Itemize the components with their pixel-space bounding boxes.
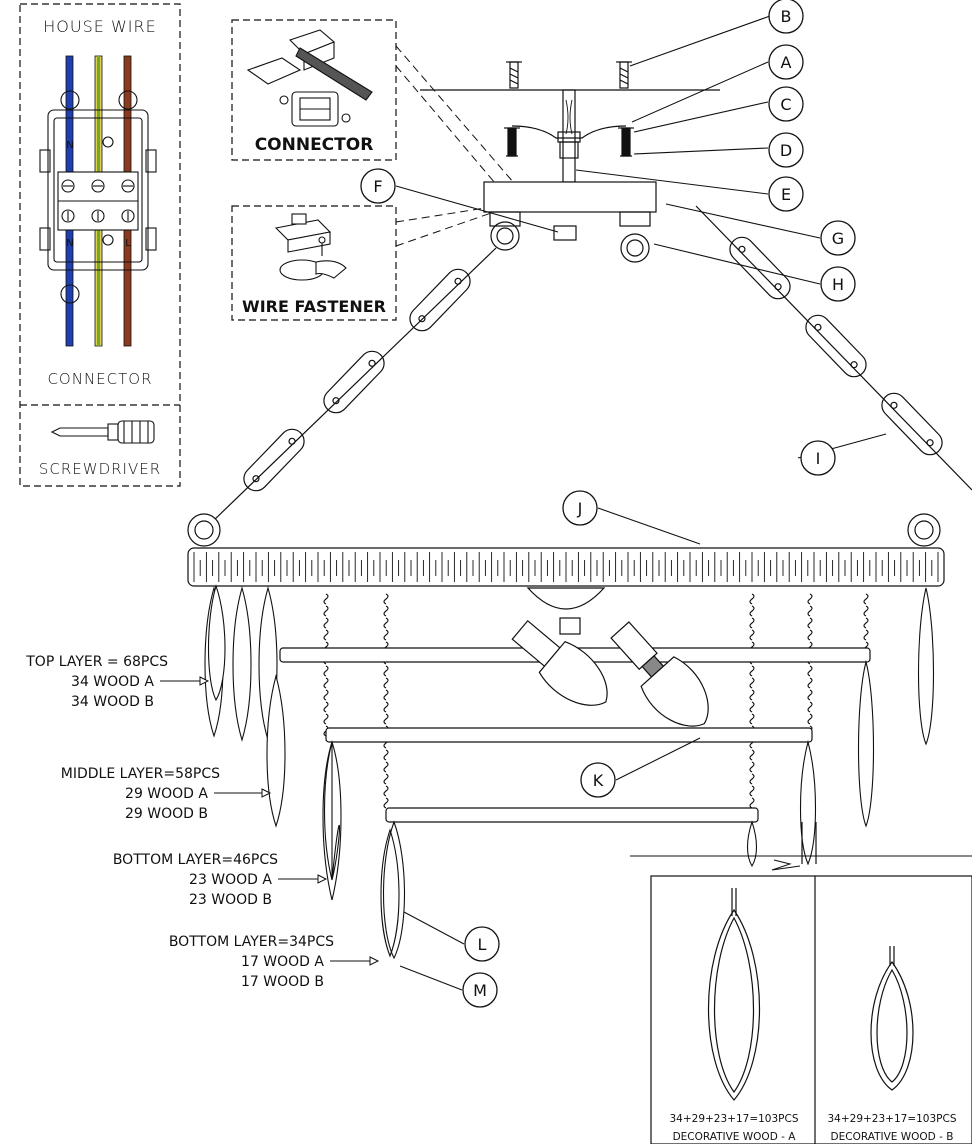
bulb-assembly [511,587,709,727]
svg-text:C: C [780,95,791,114]
svg-text:H: H [832,275,844,294]
mounting-screw-icon [616,61,632,89]
callout-A: A [768,44,804,80]
decorative-wood-b-icon [870,946,914,1091]
svg-text:L: L [478,935,487,954]
frame-wood-slats [193,552,939,582]
layer-labels: TOP LAYER = 68PCS 34 WOOD A 34 WOOD B MI… [25,654,334,990]
lowest-layer-wood-a: 17 WOOD A [241,954,324,970]
svg-text:L: L [125,238,131,249]
house-connector-label: CONNECTOR [47,370,152,388]
chain-left [211,247,497,523]
house-wire-title: HOUSE WIRE [43,17,156,36]
lowest-layer-title: BOTTOM LAYER=34PCS [169,934,334,950]
svg-text:N: N [66,238,73,249]
svg-text:I: I [816,449,821,468]
wire-fastener-inset: WIRE FASTENER [231,205,397,321]
svg-text:N: N [66,140,73,151]
bottom-layer-wood-a: 23 WOOD A [189,872,272,888]
middle-layer-wood-b: 29 WOOD B [125,806,208,822]
wire-fastener-inset-label: WIRE FASTENER [242,297,386,316]
wood-b-name: DECORATIVE WOOD - B [831,1131,954,1143]
middle-layer-wood-a: 29 WOOD A [125,786,208,802]
callout-E: E [768,176,804,212]
callout-G: G [820,220,856,256]
callout-M: M [462,972,498,1008]
wood-a-count: 34+29+23+17=103PCS [669,1113,798,1125]
inset-leaders [395,45,521,247]
screwdriver-label: SCREWDRIVER [39,460,161,478]
chain-right [695,205,972,491]
house-wire-panel: HOUSE WIRE [19,3,181,487]
decorative-wood-a-icon [708,888,760,1101]
connector-inset: CONNECTOR [231,19,397,161]
bottom-layer-wood-b: 23 WOOD B [189,892,272,908]
callout-C: C [768,86,804,122]
svg-text:J: J [577,499,583,518]
callout-J: J [562,490,598,526]
callout-K: K [580,762,616,798]
mounting-screw-icon [506,61,522,89]
terminal-block-icon [39,90,157,304]
top-layer-title: TOP LAYER = 68PCS [25,654,168,670]
lowest-layer-wood-b: 17 WOOD B [241,974,324,990]
crossbar-screw-icon [618,127,634,157]
screwdriver-icon [50,420,155,444]
callout-leaders [395,15,887,991]
callout-I: I [800,440,836,476]
connector-inset-label: CONNECTOR [255,135,374,155]
wood-b-count: 34+29+23+17=103PCS [827,1113,956,1125]
callout-L: L [464,926,500,962]
top-layer-wood-b: 34 WOOD B [71,694,154,710]
svg-text:K: K [593,771,604,790]
svg-text:B: B [781,7,792,26]
ring-frame [187,513,945,587]
hanging-wood-pieces [204,584,935,960]
top-layer-wood-a: 34 WOOD A [71,674,154,690]
ceiling-mount [420,61,720,263]
svg-text:D: D [780,141,792,160]
bottom-layer-title: BOTTOM LAYER=46PCS [113,852,278,868]
svg-text:M: M [473,981,487,1000]
decorative-wood-detail-panel [630,822,972,1144]
wood-a-name: DECORATIVE WOOD - A [673,1131,797,1143]
svg-text:E: E [781,185,791,204]
callouts: B A C D E F G H I J K L M [360,0,856,1008]
crossbar-screw-icon [504,127,520,157]
callout-D: D [768,132,804,168]
svg-text:G: G [832,229,844,248]
callout-H: H [820,266,856,302]
layer-arrows [160,676,380,966]
svg-text:A: A [781,53,792,72]
wire-fastener-icon [274,213,347,281]
middle-layer-title: MIDDLE LAYER=58PCS [61,766,220,782]
callout-F: F [360,168,396,204]
svg-text:F: F [373,177,382,196]
connector-icon [246,29,373,127]
callout-B: B [768,0,804,34]
